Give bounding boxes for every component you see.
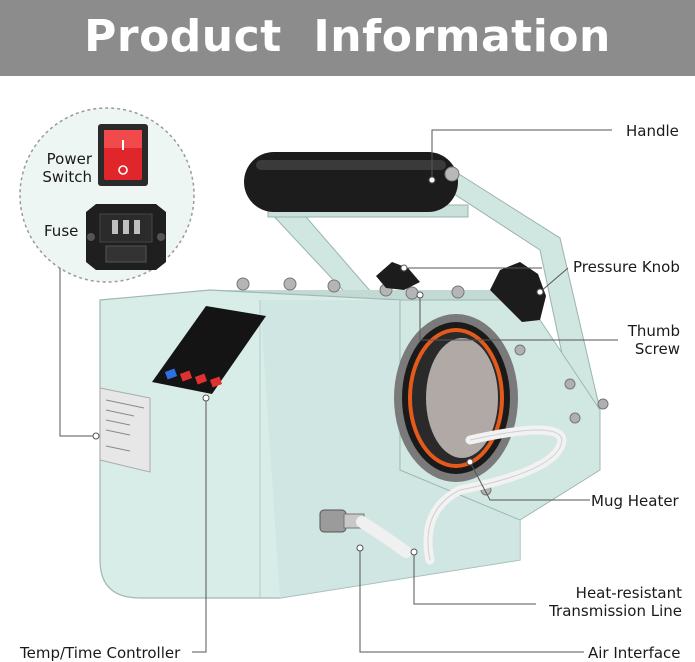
mug-heater-label: Mug Heater bbox=[591, 492, 679, 510]
heat-resistant-line-label: Heat-resistant Transmission Line bbox=[549, 584, 682, 620]
thumb-screw-leader bbox=[419, 295, 618, 341]
banner-title: Product Information bbox=[84, 10, 611, 62]
inset-leader bbox=[59, 268, 98, 437]
handle-leader bbox=[431, 129, 612, 180]
inset-detail bbox=[19, 107, 195, 283]
heat-line-leader bbox=[413, 552, 536, 605]
controller-label: Temp/Time Controller bbox=[20, 644, 181, 662]
controller-panel bbox=[152, 306, 266, 394]
mug-press-machine bbox=[99, 152, 609, 599]
pressure-knob-label: Pressure Knob bbox=[573, 258, 680, 276]
air-interface-connector bbox=[319, 509, 412, 558]
fuse-label: Fuse bbox=[44, 222, 79, 240]
title-banner: Product Information bbox=[0, 0, 695, 76]
controller-leader bbox=[192, 398, 207, 653]
handle-label: Handle bbox=[626, 122, 679, 140]
power-switch-label: Power Switch bbox=[42, 150, 92, 186]
handle-bar bbox=[244, 152, 460, 212]
thumb-screw-label: Thumb Screw bbox=[627, 322, 680, 358]
mug-heater bbox=[394, 314, 518, 482]
nameplate bbox=[99, 387, 151, 473]
pressure-knob-leader-right bbox=[539, 267, 569, 293]
fuse-icon bbox=[86, 204, 166, 270]
leader-lines bbox=[59, 129, 618, 653]
mug-heater-leader bbox=[469, 461, 590, 501]
power-switch-icon bbox=[98, 124, 148, 186]
pressure-knob-icon bbox=[376, 262, 546, 322]
air-interface-label: Air Interface bbox=[588, 644, 681, 662]
air-interface-leader bbox=[359, 548, 584, 653]
